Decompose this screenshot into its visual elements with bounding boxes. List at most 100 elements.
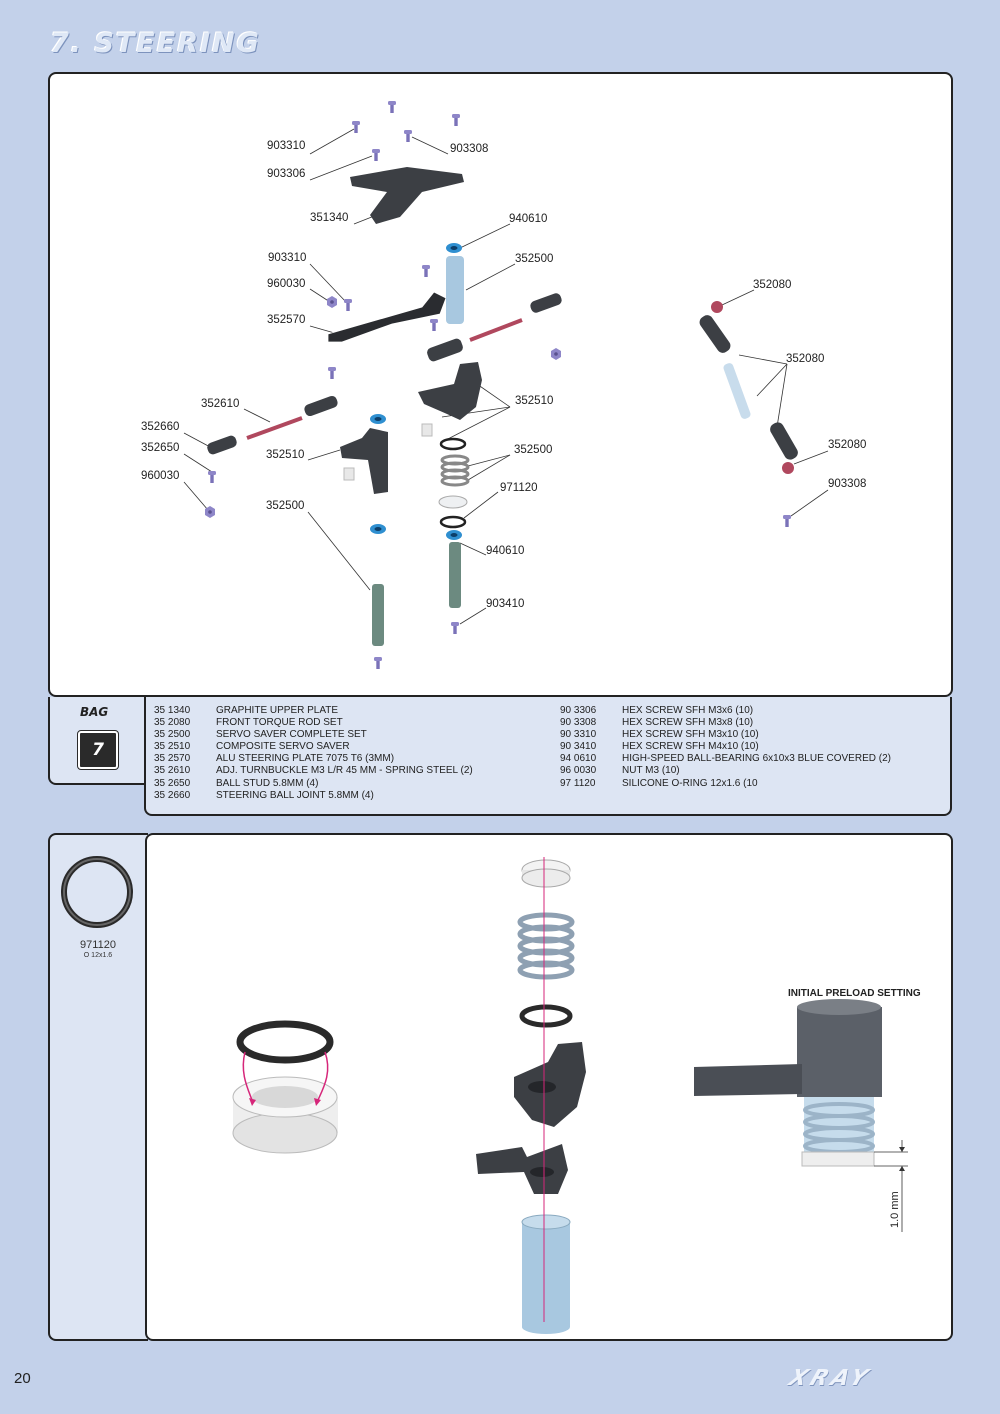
- parts-row: 94 0610 HIGH-SPEED BALL-BEARING 6x10x3 BL…: [560, 753, 891, 765]
- brand-logo: XRAY: [785, 1366, 875, 1391]
- callout-label: 903310: [268, 252, 306, 264]
- callout-label: 352510: [266, 449, 304, 461]
- part-code: 94 0610: [560, 753, 597, 765]
- part-code: 35 2570: [154, 753, 191, 765]
- callout-label: 903310: [267, 140, 305, 152]
- bag-number: 7: [77, 730, 119, 770]
- parts-row: 96 0030 NUT M3 (10): [560, 765, 891, 777]
- callout-label: 352500: [266, 500, 304, 512]
- callout-label: 903306: [267, 168, 305, 180]
- part-code: 90 3310: [560, 729, 597, 741]
- servo-saver-post: [446, 256, 464, 324]
- oring-onto-nut-illustration: [232, 1020, 338, 1154]
- turnbuckle-left: [207, 395, 338, 455]
- callout-label: 960030: [141, 470, 179, 482]
- part-code: 35 2650: [154, 777, 191, 789]
- part-description: COMPOSITE SERVO SAVER: [216, 741, 350, 753]
- parts-row: 35 2610 ADJ. TURNBUCKLE M3 L/R 45 MM - SP…: [154, 765, 473, 777]
- callout-label: 352500: [515, 253, 553, 265]
- servo-saver-stack-illustration: [476, 857, 586, 1334]
- spring-nut: [438, 495, 468, 509]
- parts-row: 35 2570 ALU STEERING PLATE 7075 T6 (3MM): [154, 753, 473, 765]
- parts-row: 35 2660 STEERING BALL JOINT 5.8MM (4): [154, 790, 473, 802]
- callout-label: 960030: [267, 278, 305, 290]
- part-description: HEX SCREW SFH M3x6 (10): [622, 705, 754, 716]
- callout-label: 352080: [753, 279, 791, 291]
- callout-label: 352570: [267, 314, 305, 326]
- part-code: 97 1120: [560, 777, 596, 789]
- part-description: HEX SCREW SFH M4x10 (10): [622, 741, 759, 753]
- part-description: ADJ. TURNBUCKLE M3 L/R 45 MM - SPRING ST…: [216, 765, 473, 777]
- callout-label: 903308: [450, 143, 488, 155]
- callout-label: 940610: [509, 213, 547, 225]
- turnbuckle-right: [427, 293, 562, 362]
- bag-indicator: BAG 7: [48, 697, 146, 785]
- oring-size: O 12x1.6: [83, 952, 113, 959]
- part-description: SILICONE O-RING 12x1.6 (10: [622, 777, 758, 789]
- parts-row: 97 1120 SILICONE O-RING 12x1.6 (10: [560, 778, 891, 790]
- exploded-view-panel: 903310 903308 903306 351340 940610 90331…: [48, 72, 953, 697]
- part-description: HIGH-SPEED BALL-BEARING 6x10x3 BLUE COVE…: [622, 753, 891, 765]
- callout-label: 352510: [515, 395, 553, 407]
- callout-label: 971120: [500, 482, 538, 494]
- front-torque-rod: [699, 301, 798, 474]
- part-description: GRAPHITE UPPER PLATE: [216, 705, 339, 716]
- part-description: SERVO SAVER COMPLETE SET: [216, 729, 367, 741]
- graphite-upper-plate: [350, 167, 464, 224]
- parts-list-left: 35 1340 GRAPHITE UPPER PLATE 35 2080 FRONT…: [154, 705, 473, 802]
- callout-label: 352650: [141, 442, 179, 454]
- preload-setting-illustration: [694, 999, 908, 1232]
- callout-label: 940610: [486, 545, 524, 557]
- callout-label: 352500: [514, 444, 552, 456]
- part-description: ALU STEERING PLATE 7075 T6 (3MM): [216, 753, 395, 765]
- part-description: FRONT TORQUE ROD SET: [216, 717, 343, 729]
- leader-lines: [183, 128, 829, 625]
- parts-row: 90 3306 HEX SCREW SFH M3x6 (10): [560, 705, 891, 717]
- callout-label: 351340: [310, 212, 348, 224]
- callout-label: 352610: [201, 398, 239, 410]
- part-code: 35 1340: [154, 705, 191, 716]
- part-code: 90 3306: [560, 705, 597, 716]
- exploded-view-diagram: 903310 903308 903306 351340 940610 90331…: [141, 101, 866, 669]
- part-code: 35 2510: [154, 741, 191, 753]
- servo-saver-spring: [440, 454, 470, 487]
- part-code: 35 2610: [154, 765, 191, 777]
- spacer-posts: [343, 423, 461, 646]
- oring-reference-box: 971120 O 12x1.6: [48, 833, 148, 1341]
- assembly-detail-diagram: INITIAL PRELOAD SETTING 1.0 mm: [232, 857, 921, 1334]
- page-number: 20: [14, 1370, 31, 1387]
- preload-dimension-label: 1.0 mm: [889, 1191, 901, 1228]
- oring-icon: [61, 856, 133, 928]
- parts-row: 35 2500 SERVO SAVER COMPLETE SET: [154, 729, 473, 741]
- part-code: 35 2080: [154, 717, 191, 729]
- callout-labels: 903310 903308 903306 351340 940610 90331…: [141, 140, 866, 610]
- part-description: NUT M3 (10): [622, 765, 680, 777]
- callout-label: 352660: [141, 421, 179, 433]
- oring-exploded: [439, 437, 467, 529]
- part-code: 90 3308: [560, 717, 597, 729]
- oring-code: 971120: [80, 939, 116, 951]
- part-code: 96 0030: [560, 765, 597, 777]
- assembly-detail-panel: INITIAL PRELOAD SETTING 1.0 mm: [145, 833, 953, 1341]
- callout-label: 352080: [828, 439, 866, 451]
- callout-label: 352080: [786, 353, 824, 365]
- screws: [208, 101, 791, 669]
- parts-list: 35 1340 GRAPHITE UPPER PLATE 35 2080 FRONT…: [144, 697, 952, 816]
- parts-row: 90 3410 HEX SCREW SFH M4x10 (10): [560, 741, 891, 753]
- preload-setting-label: INITIAL PRELOAD SETTING: [788, 988, 921, 999]
- part-code: 35 2500: [154, 729, 191, 741]
- part-code: 90 3410: [560, 741, 597, 753]
- parts-row: 35 2080 FRONT TORQUE ROD SET: [154, 717, 473, 729]
- parts-row: 90 3310 HEX SCREW SFH M3x10 (10): [560, 729, 891, 741]
- page-title: 7. STEERING: [50, 28, 261, 59]
- parts-row: 35 1340 GRAPHITE UPPER PLATE: [154, 705, 473, 717]
- part-description: BALL STUD 5.8MM (4): [216, 777, 319, 789]
- part-code: 35 2660: [154, 789, 191, 801]
- bag-label: BAG: [80, 705, 109, 719]
- callout-label: 903410: [486, 598, 524, 610]
- composite-servo-saver-upper: [418, 362, 482, 420]
- part-description: HEX SCREW SFH M3x10 (10): [622, 729, 759, 741]
- part-description: STEERING BALL JOINT 5.8MM (4): [216, 789, 374, 801]
